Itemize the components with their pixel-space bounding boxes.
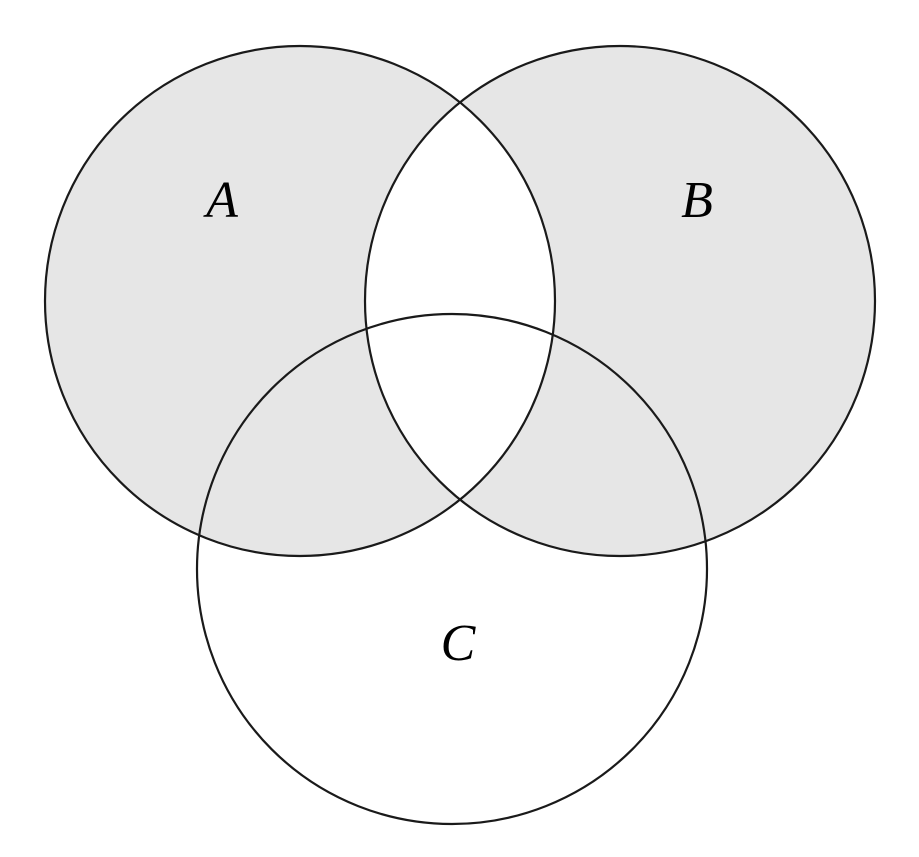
circle-outline-b[interactable] [363,44,877,558]
circle-outline-a[interactable] [43,44,557,558]
set-label-b: B [681,172,713,229]
set-labels: A B C [203,172,713,672]
set-label-a: A [203,172,238,229]
circle-outlines [43,44,877,826]
set-label-c: C [441,615,477,672]
circle-outline-c[interactable] [195,312,709,826]
